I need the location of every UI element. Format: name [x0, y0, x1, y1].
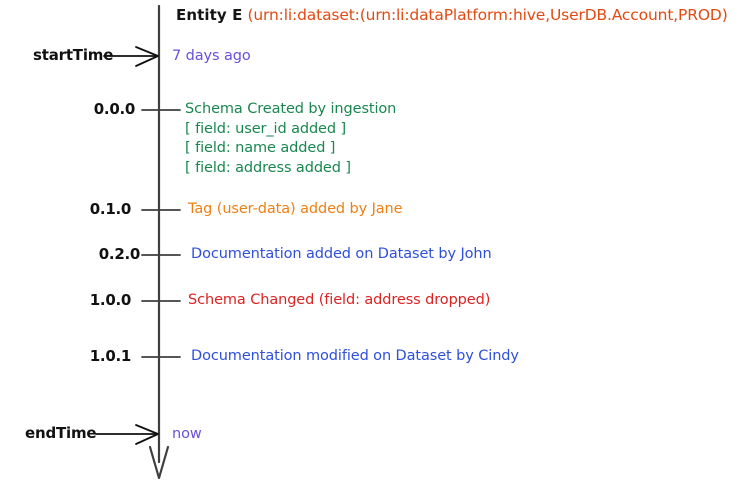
- start-time-arrowhead: [135, 46, 159, 67]
- event-detail-0-0: [ field: user_id added ]: [185, 120, 347, 137]
- event-description-1: Tag (user-data) added by Jane: [188, 201, 403, 217]
- diagram-title: Entity E(urn:li:dataset:(urn:li:dataPlat…: [176, 6, 728, 24]
- event-title-2: Documentation added on Dataset by John: [191, 246, 492, 262]
- event-detail-0-2: [ field: address added ]: [185, 159, 351, 176]
- timeline-arrowhead-down: [148, 445, 170, 480]
- entity-label: Entity E: [176, 6, 243, 24]
- start-time-label: startTime: [33, 46, 114, 64]
- event-description-3: Schema Changed (field: address dropped): [188, 293, 490, 308]
- event-version-1: 0.1.0: [89, 200, 132, 218]
- entity-urn: (urn:li:dataset:(urn:li:dataPlatform:hiv…: [247, 6, 728, 24]
- event-title-0: Schema Created by ingestion: [185, 101, 397, 117]
- end-time-value: now: [172, 426, 202, 442]
- event-title-3: Schema Changed (field: address dropped): [188, 292, 491, 308]
- start-time-value: 7 days ago: [172, 48, 251, 64]
- event-description-2: Documentation added on Dataset by John: [191, 247, 492, 262]
- event-version-0: 0.0.0: [93, 100, 136, 118]
- end-time-label: endTime: [25, 424, 97, 442]
- event-detail-0-1: [ field: name added ]: [185, 140, 336, 156]
- event-title-4: Documentation modified on Dataset by Cin…: [191, 348, 519, 364]
- event-description-4: Documentation modified on Dataset by Cin…: [191, 349, 519, 364]
- event-version-2: 0.2.0: [98, 245, 141, 263]
- event-version-4: 1.0.1: [89, 347, 132, 365]
- event-version-3: 1.0.0: [89, 291, 132, 309]
- event-description-0: Schema Created by ingestion [ field: use…: [185, 102, 396, 175]
- event-title-1: Tag (user-data) added by Jane: [188, 201, 403, 217]
- end-time-arrowhead: [135, 424, 159, 445]
